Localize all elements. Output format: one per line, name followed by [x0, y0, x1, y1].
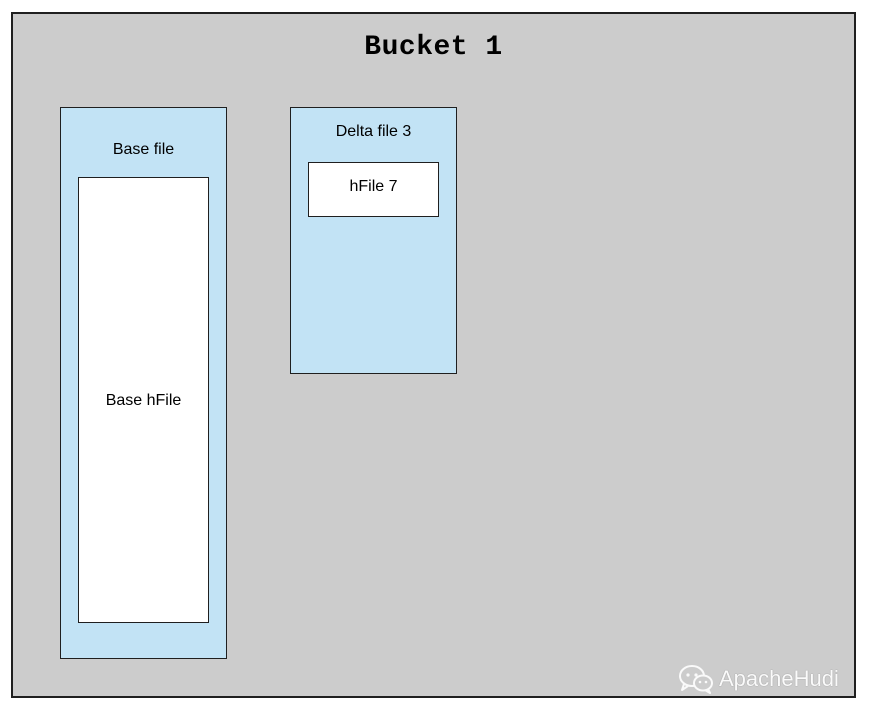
base-file-label: Base file	[112, 141, 175, 158]
watermark-text: ApacheHudi	[719, 666, 839, 691]
delta-hfile-label: hFile 7	[349, 178, 398, 195]
bucket-title: Bucket 1	[364, 32, 503, 63]
wechat-icon	[679, 665, 713, 694]
delta-file-label: Delta file 3	[335, 123, 412, 140]
bucket-container: Bucket 1 Base file Base hFile Delta file…	[11, 12, 856, 698]
watermark: ApacheHudi	[678, 664, 839, 694]
base-hfile-box: Base hFile	[78, 177, 209, 623]
delta-hfile-box: hFile 7	[308, 162, 439, 217]
delta-file-box: Delta file 3	[290, 107, 457, 374]
base-hfile-label: Base hFile	[105, 392, 182, 409]
